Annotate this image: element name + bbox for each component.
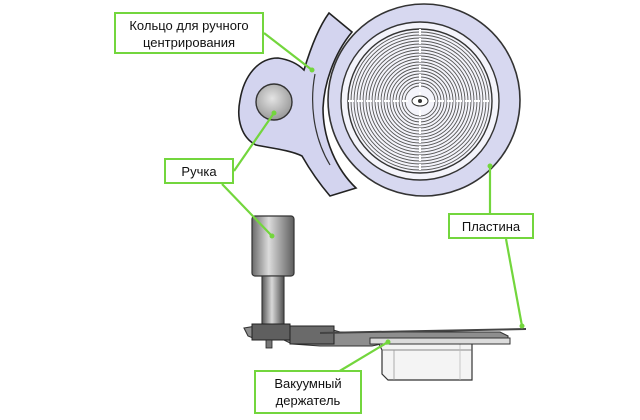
leader-chuck (337, 341, 389, 373)
callout-centering-ring-line2: центрирования (142, 35, 236, 50)
handle-shaft (261, 275, 285, 327)
handle-knob-top (255, 83, 293, 121)
leader-lines (221, 32, 524, 373)
leader-wafer-side (504, 238, 524, 327)
leader-ring (263, 32, 313, 71)
screw (265, 339, 273, 349)
callout-centering-ring: Кольцо для ручного центрирования (114, 12, 264, 54)
callout-vacuum-chuck: Вакуумный держатель (254, 370, 362, 414)
top-view (238, 3, 521, 197)
handle-cap (251, 215, 295, 277)
side-view (243, 215, 527, 381)
ring-inner-arc (312, 73, 331, 166)
chuck-flange (369, 337, 511, 345)
callout-vacuum-chuck-line1: Вакуумный (274, 376, 342, 391)
leader-handle-side (221, 183, 273, 237)
centering-ring (238, 11, 358, 197)
callout-wafer: Пластина (448, 213, 534, 239)
wafer-side (319, 328, 527, 334)
callout-vacuum-chuck-line2: держатель (275, 393, 341, 408)
callout-handle: Ручка (164, 158, 234, 184)
clamp-block (251, 323, 291, 341)
callout-wafer-label: Пластина (461, 219, 521, 234)
leader-dots (269, 67, 525, 345)
callout-handle-label: Ручка (181, 164, 217, 179)
callout-centering-ring-line1: Кольцо для ручного (129, 18, 249, 33)
leader-handle-top (233, 112, 275, 172)
chuck-cylinder (377, 341, 473, 381)
